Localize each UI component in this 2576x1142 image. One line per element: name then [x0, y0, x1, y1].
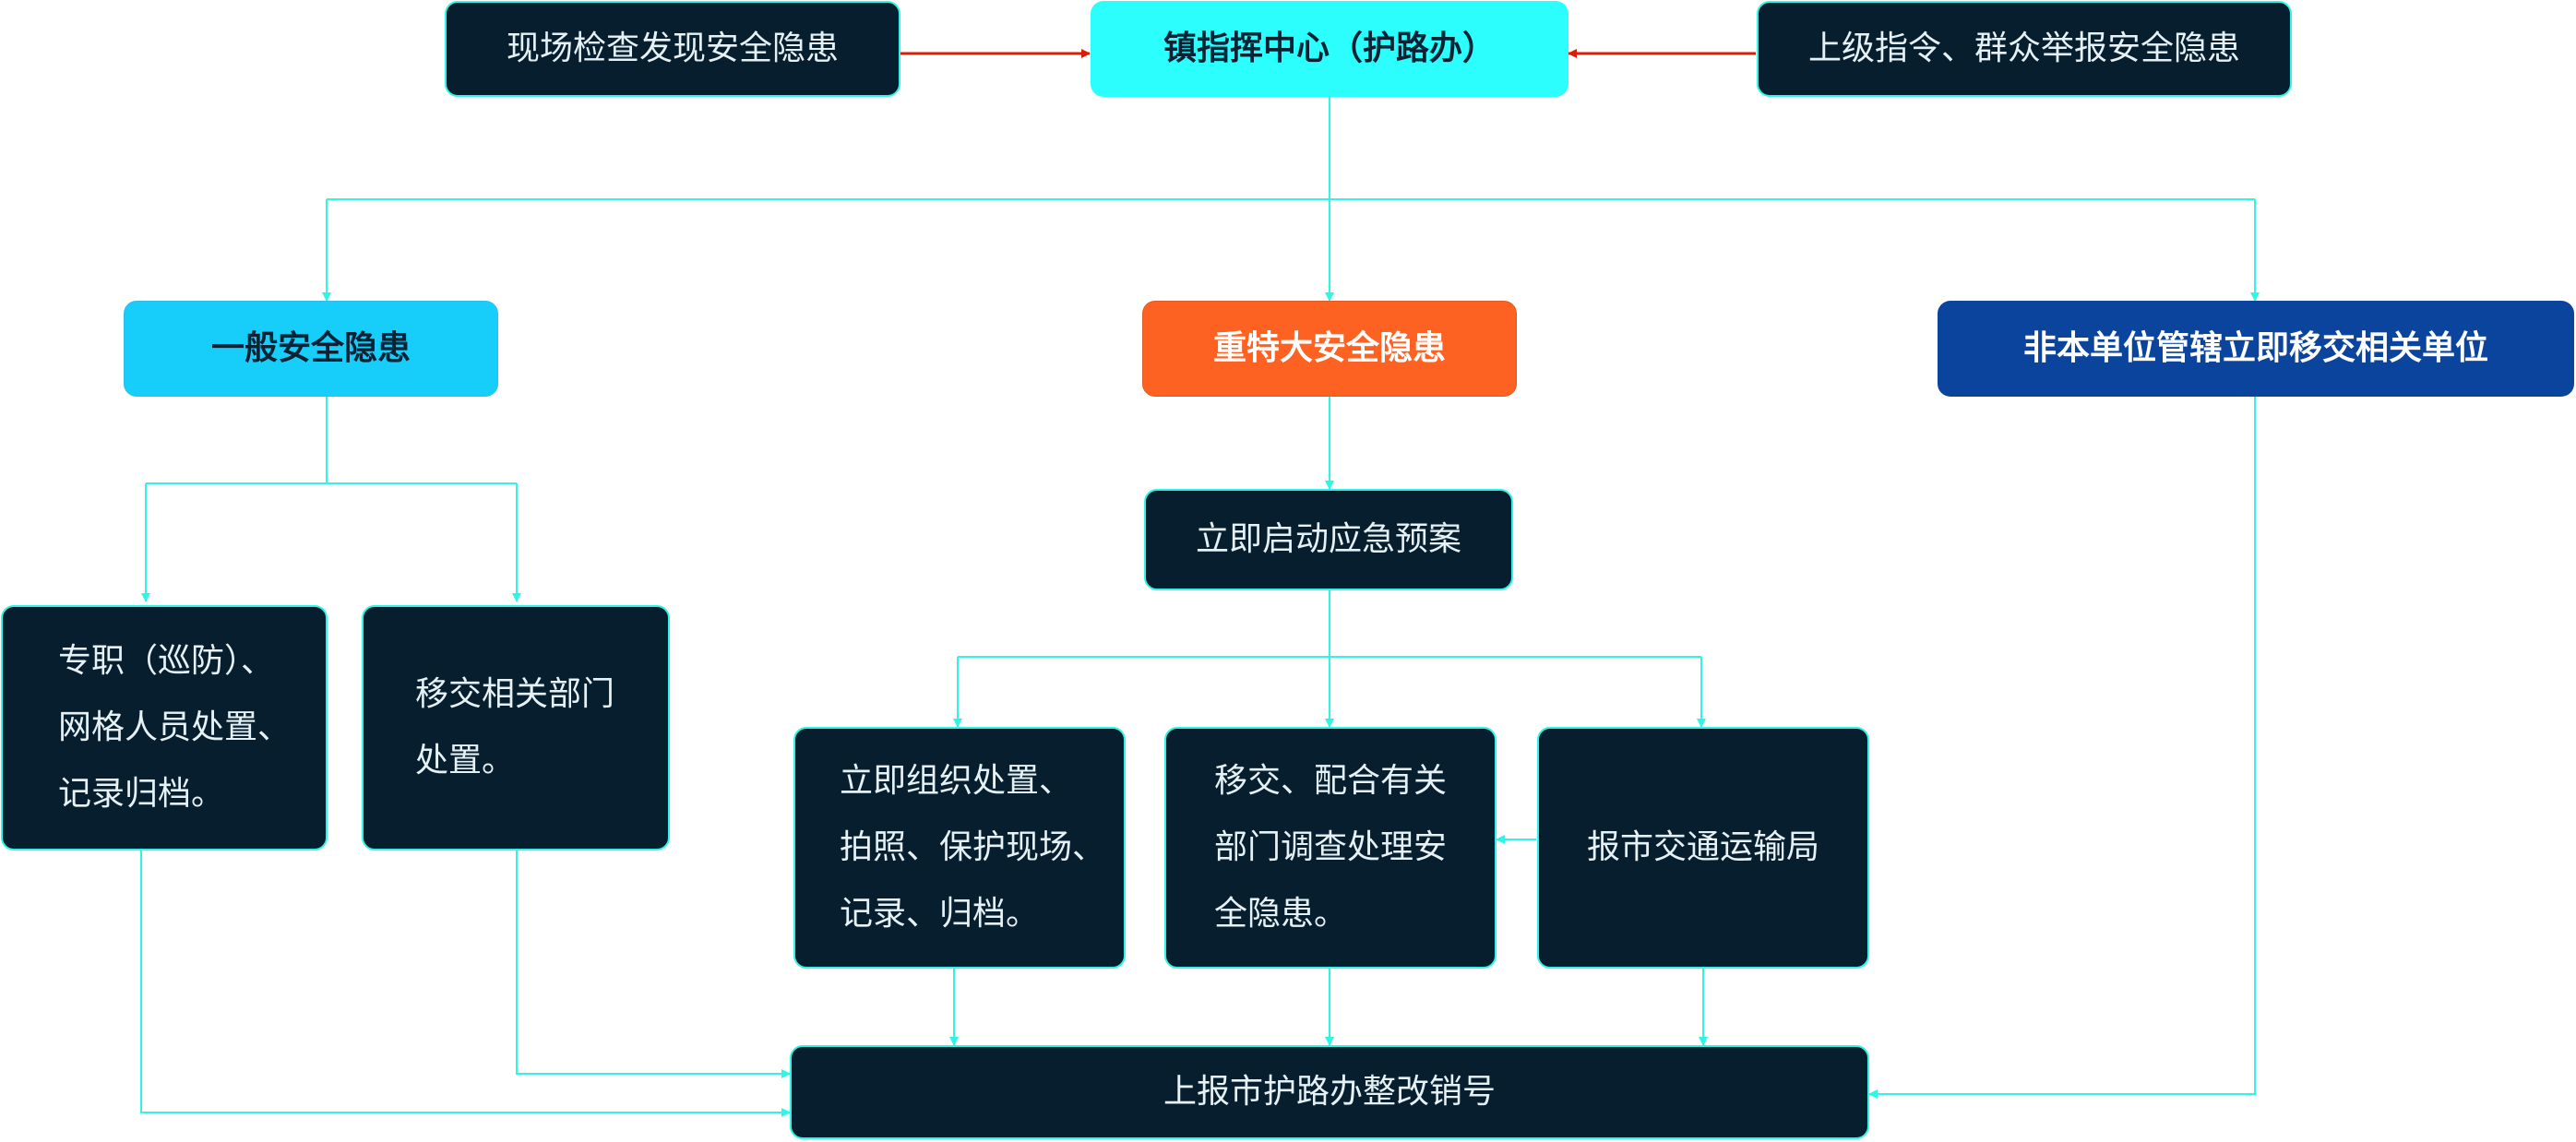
patrol-handling-line: 网格人员处置、	[58, 708, 292, 746]
major-hazard-node: 重特大安全隐患	[1142, 301, 1517, 397]
arrow-transfer-unit-to-final	[1868, 397, 2256, 1099]
arrow-patrol-to-final	[140, 851, 791, 1117]
cooperate-investigate-text: 移交、配合有关 部门调查处理安 全隐患。	[1214, 748, 1447, 947]
cooperate-investigate-line: 全隐患。	[1214, 895, 1348, 933]
patrol-handling-line: 记录归档。	[58, 775, 225, 813]
organize-handling-line: 记录、归档。	[840, 895, 1040, 933]
patrol-handling-line: 专职（巡防）、	[58, 642, 275, 680]
patrol-handling-text: 专职（巡防）、 网格人员处置、 记录归档。	[58, 628, 291, 827]
source-left-node: 现场检查发现安全隐患	[445, 1, 900, 97]
organize-handling-line: 立即组织处置、	[840, 762, 1073, 800]
cooperate-investigate-line: 移交、配合有关	[1214, 762, 1448, 800]
final-report-label: 上报市护路办整改销号	[1163, 1073, 1496, 1111]
transfer-dept-node: 移交相关部门 处置。	[362, 605, 670, 851]
source-left-label: 现场检查发现安全隐患	[506, 30, 839, 67]
cooperate-investigate-line: 部门调查处理安	[1214, 828, 1448, 866]
final-report-node: 上报市护路办整改销号	[790, 1045, 1869, 1139]
source-right-label: 上级指令、群众举报安全隐患	[1807, 30, 2240, 67]
patrol-handling-node: 专职（巡防）、 网格人员处置、 记录归档。	[1, 605, 328, 851]
emergency-plan-node: 立即启动应急预案	[1144, 489, 1513, 590]
cooperate-investigate-node: 移交、配合有关 部门调查处理安 全隐患。	[1164, 727, 1497, 969]
general-hazard-node: 一般安全隐患	[124, 301, 498, 397]
command-center-node: 镇指挥中心（护路办）	[1091, 1, 1568, 97]
line-emergency-down	[958, 590, 1701, 658]
organize-handling-text: 立即组织处置、 拍照、保护现场、 记录、归档。	[840, 748, 1105, 947]
command-center-label: 镇指挥中心（护路办）	[1163, 30, 1496, 67]
transfer-unit-node: 非本单位管辖立即移交相关单位	[1938, 301, 2574, 397]
report-transport-bureau-node: 报市交通运输局	[1537, 727, 1869, 969]
transfer-dept-text: 移交相关部门 处置。	[415, 661, 614, 794]
line-general-down	[146, 397, 517, 484]
general-hazard-label: 一般安全隐患	[210, 329, 411, 367]
transfer-dept-line: 移交相关部门	[415, 675, 615, 713]
emergency-plan-label: 立即启动应急预案	[1195, 520, 1461, 558]
major-hazard-label: 重特大安全隐患	[1212, 329, 1446, 367]
organize-handling-node: 立即组织处置、 拍照、保护现场、 记录、归档。	[793, 727, 1126, 969]
transfer-dept-line: 处置。	[415, 742, 516, 779]
transfer-unit-label: 非本单位管辖立即移交相关单位	[2022, 329, 2488, 367]
report-transport-bureau-label: 报市交通运输局	[1586, 828, 1819, 866]
organize-handling-line: 拍照、保护现场、	[840, 828, 1106, 866]
source-right-node: 上级指令、群众举报安全隐患	[1757, 1, 2292, 97]
arrow-transfer-dept-to-final	[516, 851, 791, 1078]
